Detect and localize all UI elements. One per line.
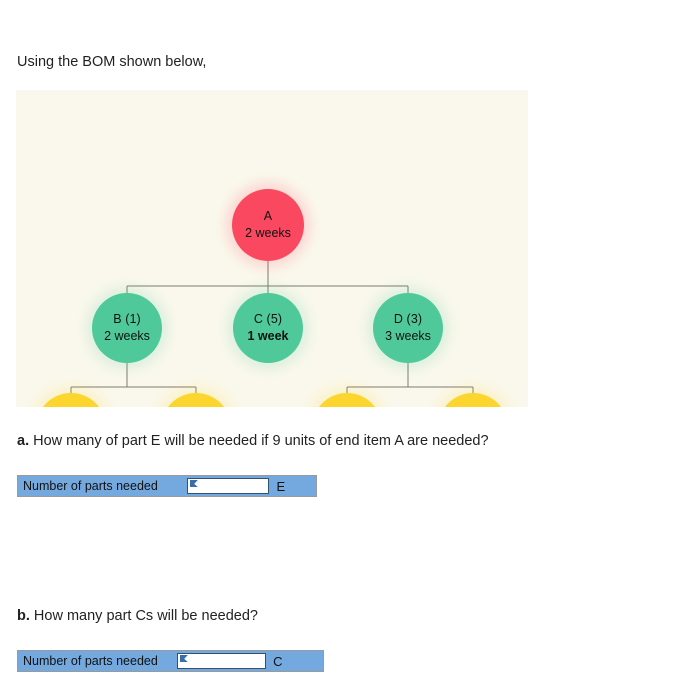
bom-node-c5-leadtime: 1 week — [247, 329, 289, 343]
question-a-marker: a. — [17, 433, 30, 449]
bom-node-d-leadtime: 3 weeks — [385, 329, 431, 343]
answer-a-suffix: E — [268, 476, 292, 496]
answer-b-input[interactable] — [177, 656, 265, 670]
bom-connector-lines — [70, 261, 474, 393]
answer-a-label: Number of parts needed — [23, 479, 158, 493]
answer-a-input-wrapper[interactable] — [186, 478, 269, 495]
bom-node-a: A 2 weeks — [232, 189, 304, 261]
bom-node-b-leadtime: 2 weeks — [104, 329, 150, 343]
bom-node-d: D (3) 3 weeks — [373, 293, 443, 363]
answer-row-a: Number of parts needed E — [17, 475, 317, 497]
answer-a-input[interactable] — [187, 481, 268, 495]
bom-node-c5: C (5) 1 week — [233, 293, 303, 363]
question-a: a. How many of part E will be needed if … — [17, 431, 489, 451]
bom-node-b-label: B (1) — [113, 312, 141, 326]
bom-node-c5-label: C (5) — [253, 312, 283, 326]
question-a-text: How many of part E will be needed if 9 u… — [29, 433, 489, 449]
answer-row-b: Number of parts needed C — [17, 650, 324, 672]
answer-b-label: Number of parts needed — [23, 654, 158, 668]
bom-diagram-panel: A 2 weeks B (1) 2 weeks C (5) 1 week D (… — [16, 90, 528, 407]
question-b-text: How many part Cs will be needed? — [29, 608, 258, 624]
answer-b-suffix: C — [265, 651, 289, 671]
question-b-marker: b. — [17, 608, 30, 624]
bom-node-a-leadtime: 2 weeks — [245, 226, 291, 240]
question-b: b. How many part Cs will be needed? — [17, 606, 258, 626]
answer-b-input-wrapper[interactable] — [176, 653, 266, 670]
bom-node-a-label: A — [263, 209, 273, 223]
bom-node-b: B (1) 2 weeks — [92, 293, 162, 363]
intro-text: Using the BOM shown below, — [17, 54, 207, 70]
bom-node-d-label: D (3) — [393, 312, 423, 326]
